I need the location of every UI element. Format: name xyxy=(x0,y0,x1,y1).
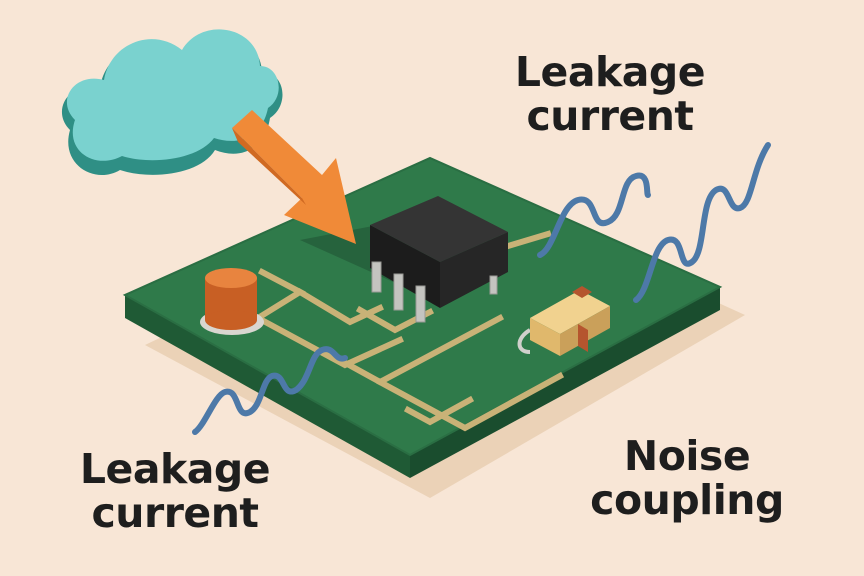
board-side-right xyxy=(410,287,720,478)
noise-wave-icon xyxy=(633,142,771,303)
noise-wave-icon xyxy=(192,346,348,435)
leakage-current-label-top: Leakage current xyxy=(505,50,715,138)
chip-pins xyxy=(371,261,498,323)
resistor-icon xyxy=(517,286,610,356)
label-line: Noise xyxy=(623,432,751,480)
cloud-icon xyxy=(61,29,283,176)
trace xyxy=(375,371,565,432)
arrow-down-right-icon xyxy=(232,110,356,244)
label-line: coupling xyxy=(590,476,784,524)
capacitor-icon xyxy=(200,268,264,335)
noise-waves xyxy=(192,142,771,435)
ic-chip-icon xyxy=(370,196,508,323)
label-line: Leakage xyxy=(514,48,706,96)
label-line: current xyxy=(91,489,259,537)
noise-coupling-label: Noise coupling xyxy=(582,434,792,522)
label-line: Leakage xyxy=(79,445,271,493)
label-line: current xyxy=(526,92,694,140)
trace xyxy=(403,395,475,426)
noise-wave-icon xyxy=(537,172,651,258)
leakage-current-label-bottom: Leakage current xyxy=(75,447,275,535)
trace xyxy=(504,230,552,250)
